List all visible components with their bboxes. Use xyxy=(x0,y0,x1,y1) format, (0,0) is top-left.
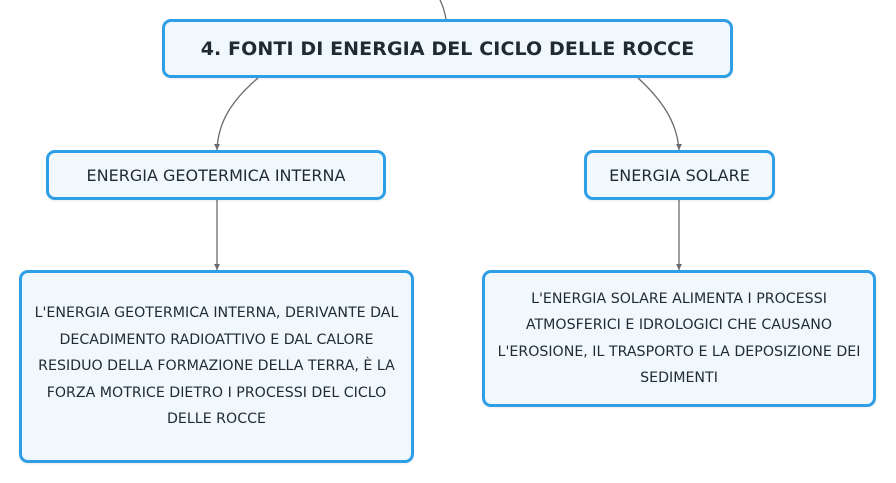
detail-node-solar-energy[interactable]: L'ENERGIA SOLARE ALIMENTA I PROCESSI ATM… xyxy=(482,270,876,407)
detail-text-solar-energy: L'ENERGIA SOLARE ALIMENTA I PROCESSI ATM… xyxy=(497,290,861,387)
topic-label-solar-energy: ENERGIA SOLARE xyxy=(609,165,750,185)
topic-label-geothermal-energy: ENERGIA GEOTERMICA INTERNA xyxy=(86,165,346,185)
detail-node-geothermal-energy[interactable]: L'ENERGIA GEOTERMICA INTERNA, DERIVANTE … xyxy=(19,270,414,463)
connector-root-to-geothermal xyxy=(216,77,259,151)
connector-from-parent xyxy=(439,0,447,20)
topic-node-geothermal-energy[interactable]: ENERGIA GEOTERMICA INTERNA xyxy=(46,150,386,200)
root-topic-label: 4. FONTI DI ENERGIA DEL CICLO DELLE ROCC… xyxy=(200,37,695,60)
root-topic-node[interactable]: 4. FONTI DI ENERGIA DEL CICLO DELLE ROCC… xyxy=(162,19,733,78)
detail-text-geothermal-energy: L'ENERGIA GEOTERMICA INTERNA, DERIVANTE … xyxy=(34,305,399,428)
topic-node-solar-energy[interactable]: ENERGIA SOLARE xyxy=(584,150,775,200)
connector-root-to-solar xyxy=(637,77,680,151)
